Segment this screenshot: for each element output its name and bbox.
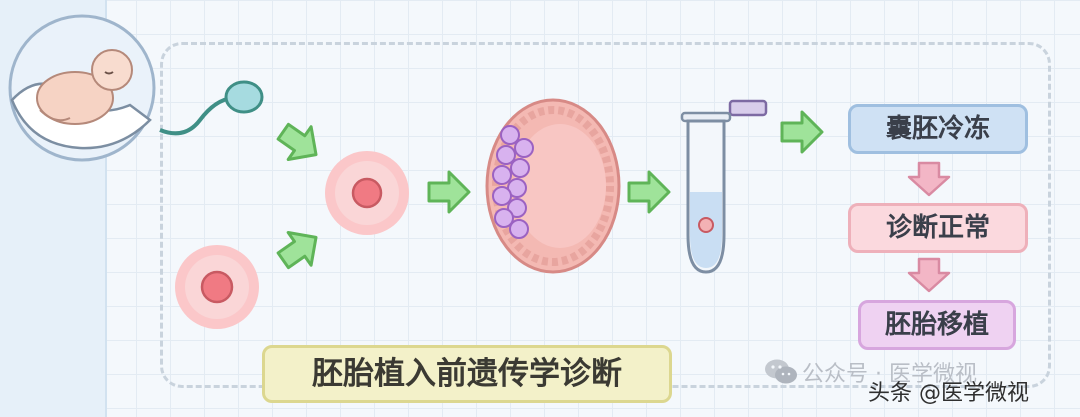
page-title: 胚胎植入前遗传学诊断 bbox=[262, 345, 672, 403]
step-embryo-transfer: 胚胎移植 bbox=[858, 300, 1016, 350]
arrow-blastocyst-to-tube bbox=[629, 172, 669, 212]
baby-illustration bbox=[10, 16, 154, 160]
arrow-zygote-to-blastocyst bbox=[429, 172, 469, 212]
arrow-freeze-to-diagnosis bbox=[909, 163, 949, 195]
blastocyst bbox=[487, 100, 619, 272]
sperm-cell bbox=[160, 82, 262, 133]
arrow-sperm-to-zygote bbox=[272, 115, 328, 171]
step-blastocyst-freezing: 囊胚冷冻 bbox=[848, 104, 1028, 154]
egg-cell bbox=[175, 245, 259, 329]
step-diagnosis-normal: 诊断正常 bbox=[848, 203, 1028, 253]
credit-text: 头条 @医学微视 bbox=[868, 375, 1029, 407]
zygote-cell bbox=[325, 151, 409, 235]
test-tube bbox=[682, 101, 766, 272]
arrow-tube-to-freeze bbox=[782, 112, 822, 152]
wechat-icon bbox=[764, 358, 798, 386]
arrow-egg-to-zygote bbox=[272, 221, 328, 277]
arrow-diagnosis-to-transfer bbox=[909, 259, 949, 291]
